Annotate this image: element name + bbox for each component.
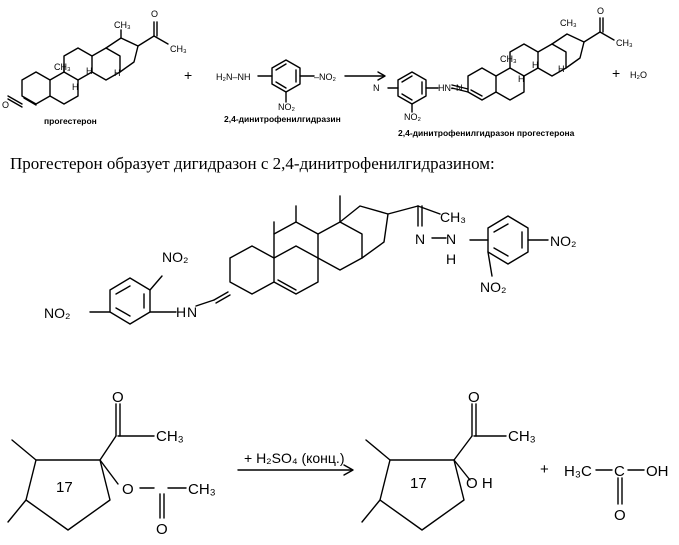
description-sentence: Прогестерон образует дигидразон с 2,4-ди… [10, 154, 495, 173]
bis-hydrazone-structure [89, 195, 549, 325]
atom-ch3: CH₃ [508, 428, 536, 445]
atom-c: C [614, 463, 625, 480]
label-reagent: 2,4-динитрофенилгидразин [224, 114, 341, 124]
atom-o-acetyl: O [597, 6, 604, 16]
atom-oh: O H [466, 475, 493, 492]
atom-ch3-acetyl: CH₃ [170, 44, 187, 54]
atom-ch3-c13: CH₃ [560, 18, 577, 28]
atom-h2n-nh: H₂N–NH [216, 72, 251, 82]
atom-ch3-c13: CH₃ [114, 20, 131, 30]
ring-label: 17 [56, 479, 73, 496]
atom-no2-ortho: NO₂ [480, 279, 506, 295]
atom-n: N [373, 83, 380, 93]
atom-hn-n: HN–N [438, 83, 463, 93]
dnph-structure [257, 59, 315, 103]
atom-n: N [415, 231, 425, 247]
atom-o: O [112, 389, 124, 406]
atom-oh: OH [646, 463, 669, 480]
atom-ch3-c10: CH₃ [54, 62, 71, 72]
reactant-ring-structure [7, 403, 187, 531]
acetic-acid-structure [595, 469, 645, 505]
atom-o: O [122, 481, 134, 498]
atom-no2: NO₂ [404, 112, 422, 122]
atom-h: H [532, 60, 539, 70]
atom-h3c: H₃C [564, 463, 592, 480]
product-ring-structure [361, 403, 507, 531]
atom-ch3: CH₃ [188, 481, 216, 498]
atom-no2: –NO₂ [314, 72, 337, 82]
atom-ch3: CH₃ [156, 428, 184, 445]
atom-h: H [446, 251, 456, 267]
atom-o: O [614, 507, 626, 524]
atom-ch3-c10: CH₃ [500, 54, 517, 64]
product-structure [387, 17, 615, 113]
byproduct-water: H₂O [630, 70, 647, 80]
atom-h: H [176, 304, 186, 320]
bottom-reaction-arrow [237, 464, 354, 476]
atom-no2-ortho: NO₂ [162, 249, 188, 265]
atom-o-ketone: O [2, 100, 9, 110]
atom-no2-para: NO₂ [44, 305, 70, 321]
atom-h: H [72, 82, 79, 92]
label-product: 2,4-динитрофенилгидразон прогестерона [398, 128, 575, 138]
progesterone-structure [7, 21, 169, 108]
atom-h: H [86, 66, 93, 76]
atom-h: H [518, 74, 525, 84]
plus-sign: + [612, 65, 620, 81]
top-reaction-arrow [344, 71, 386, 81]
plus-sign: + [184, 67, 192, 83]
atom-no2: NO₂ [278, 102, 296, 112]
bottom-reagent: + H₂SO₄ (конц.) [244, 450, 344, 466]
atom-n: N [446, 231, 456, 247]
atom-ch3-acetyl: CH₃ [616, 38, 633, 48]
atom-no2-para: NO₂ [550, 233, 576, 249]
atom-o: O [468, 389, 480, 406]
atom-h: H [558, 64, 565, 74]
ring-label: 17 [410, 475, 427, 492]
atom-o: O [156, 521, 168, 538]
plus-sign: + [540, 461, 549, 478]
atom-ch3: CH₃ [440, 209, 466, 225]
atom-n: N [187, 304, 197, 320]
atom-o-acetyl: O [151, 9, 158, 19]
atom-h: H [114, 68, 121, 78]
label-progesterone: прогестерон [44, 116, 97, 126]
